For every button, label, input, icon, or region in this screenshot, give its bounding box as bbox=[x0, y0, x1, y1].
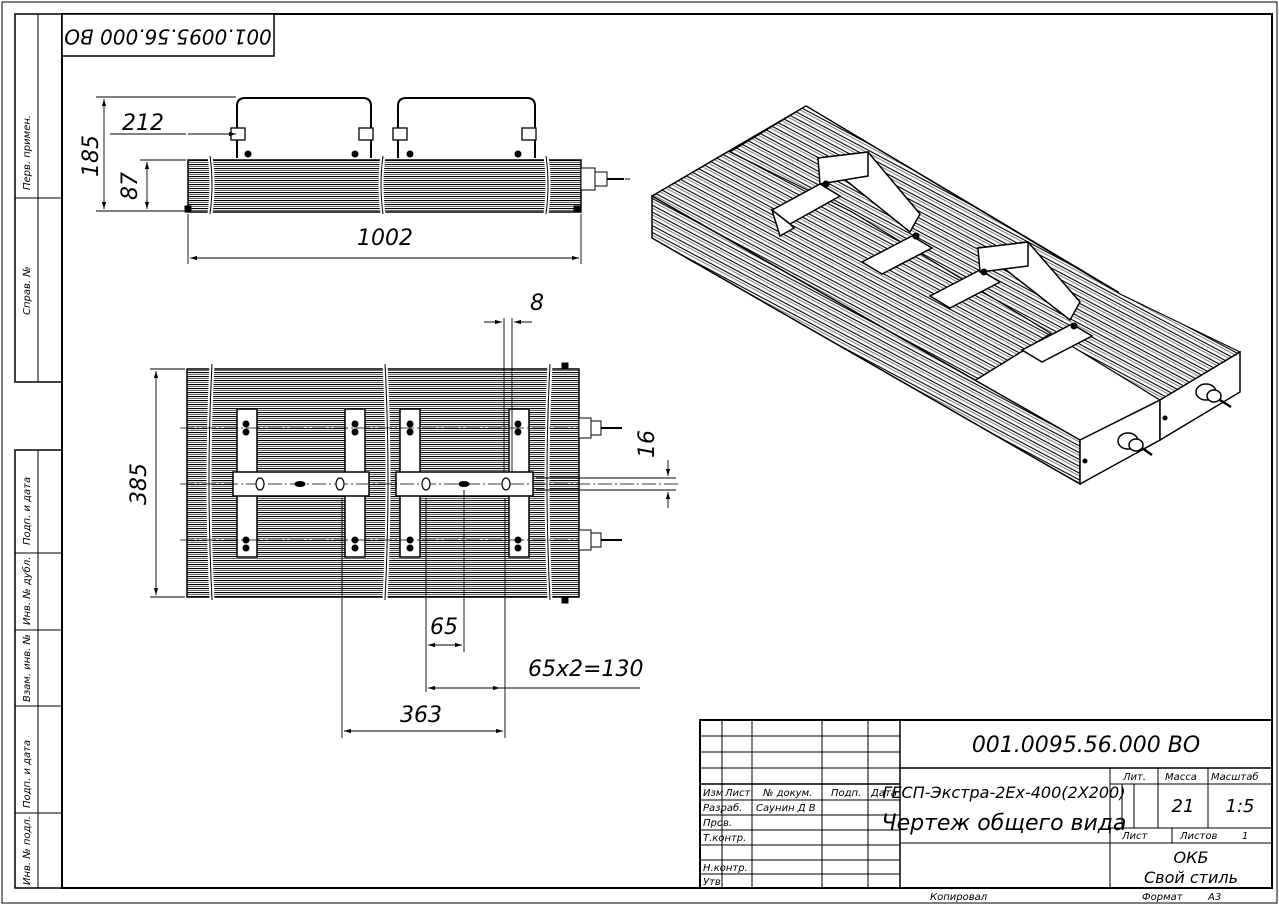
top-view bbox=[180, 362, 680, 604]
stamp-doc-type: Чертеж общего вида bbox=[882, 811, 1127, 836]
format-label: Формат bbox=[1142, 892, 1184, 903]
label-sprav-no: Справ. № bbox=[22, 266, 33, 315]
org-line1: ОКБ bbox=[1174, 848, 1209, 867]
stamp-designation: 001.0095.56.000 ВО bbox=[972, 733, 1200, 758]
format-value: А3 bbox=[1207, 892, 1221, 903]
row-utv: Утв. bbox=[703, 877, 724, 888]
label-vzam-inv: Взам. инв. № bbox=[22, 634, 33, 702]
dim-87: 87 bbox=[118, 172, 143, 200]
front-dims bbox=[96, 96, 582, 264]
dim-8: 8 bbox=[530, 291, 544, 316]
massa-value: 21 bbox=[1172, 796, 1195, 817]
hdr-list: Лист bbox=[724, 788, 752, 799]
lit-label: Лит. bbox=[1122, 772, 1146, 783]
masshtab-label: Масштаб bbox=[1211, 771, 1259, 783]
dim-16: 16 bbox=[635, 430, 660, 458]
front-view bbox=[184, 97, 630, 215]
razrab-name: Саунин Д В bbox=[756, 803, 816, 814]
row-prov: Пров. bbox=[703, 818, 732, 829]
left-margin bbox=[14, 13, 63, 889]
hdr-data: Дата bbox=[870, 788, 897, 799]
label-inv-podl: Инв. № подл. bbox=[22, 816, 33, 885]
org-line2: Свой стиль bbox=[1144, 868, 1238, 887]
massa-label: Масса bbox=[1165, 772, 1197, 783]
label-podp-data-2: Подп. и дата bbox=[22, 740, 33, 808]
row-nkontr: Н.контр. bbox=[703, 863, 748, 874]
row-tkontr: Т.контр. bbox=[703, 833, 746, 844]
label-podp-data-1: Подп. и дата bbox=[22, 477, 33, 545]
dim-1002: 1002 bbox=[357, 226, 413, 251]
label-inv-dubl: Инв. № дубл. bbox=[21, 557, 33, 625]
stamp-product-name: ГЕСП-Экстра-2Ex-400(2Х200) bbox=[883, 783, 1126, 802]
list-label: Лист bbox=[1121, 831, 1149, 842]
masshtab-value: 1:5 bbox=[1226, 796, 1255, 817]
top-code-text: 001.0095.56.000 ВО bbox=[64, 25, 272, 49]
listov-label: Листов bbox=[1179, 831, 1217, 842]
top-dims bbox=[150, 318, 676, 738]
hdr-podp: Подп. bbox=[831, 788, 861, 799]
label-perv-primen: Перв. примен. bbox=[22, 115, 33, 190]
title-block bbox=[699, 719, 1273, 889]
dim-185: 185 bbox=[79, 135, 104, 177]
isometric-view bbox=[650, 105, 1242, 486]
listov-value: 1 bbox=[1242, 831, 1248, 842]
hdr-izm: Изм bbox=[703, 788, 724, 799]
dim-385: 385 bbox=[127, 463, 152, 505]
dim-212: 212 bbox=[122, 111, 164, 136]
top-code-box bbox=[61, 13, 275, 57]
kopiroval: Копировал bbox=[930, 892, 988, 903]
dim-65: 65 bbox=[430, 615, 458, 640]
dim-363: 363 bbox=[400, 703, 442, 728]
hdr-ndokum: № докум. bbox=[762, 788, 812, 799]
row-razrab: Разраб. bbox=[703, 802, 742, 814]
dim-65x2: 65x2=130 bbox=[528, 657, 643, 682]
